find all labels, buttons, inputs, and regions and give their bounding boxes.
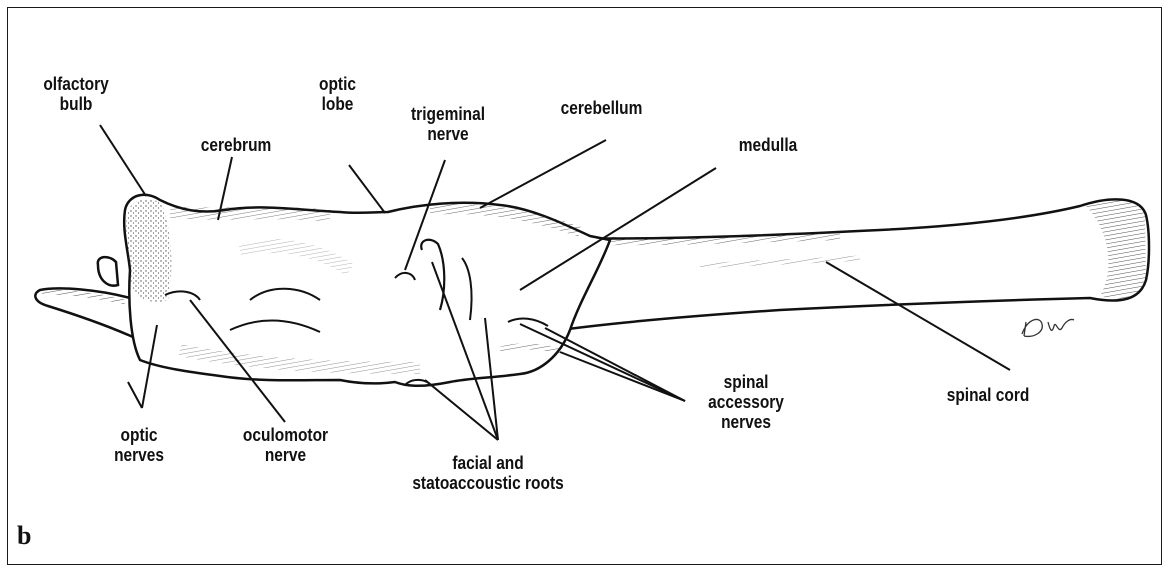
olfactory-nub-shape <box>98 257 118 286</box>
olfactory-stipple <box>126 199 171 302</box>
panel-letter: b <box>17 521 31 551</box>
spinal-cord-shape <box>560 199 1149 330</box>
label-cerebellum: cerebellum <box>561 98 643 118</box>
label-cerebrum: cerebrum <box>201 135 272 155</box>
artist-signature <box>1018 312 1078 342</box>
label-medulla: medulla <box>739 135 798 155</box>
label-spinal-cord: spinal cord <box>947 385 1030 405</box>
